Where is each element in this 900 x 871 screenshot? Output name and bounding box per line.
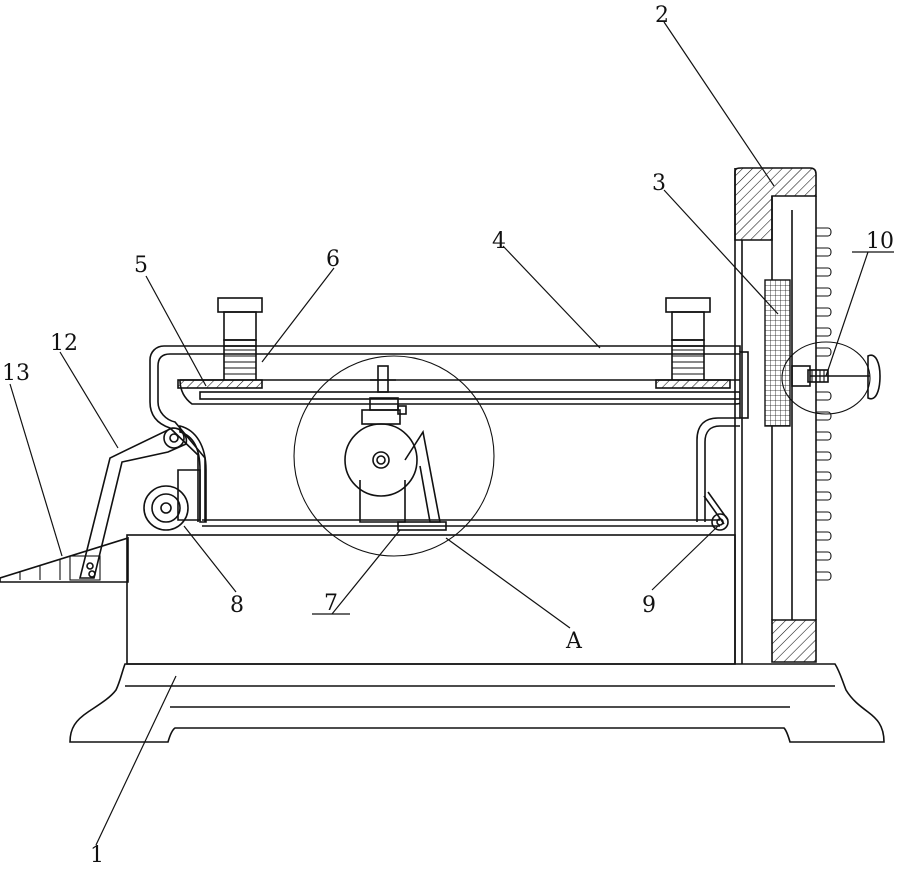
leader-lines: [10, 22, 894, 845]
label-9: 9: [642, 593, 656, 618]
label-8: 8: [230, 593, 244, 618]
base-plinth: [70, 664, 884, 742]
right-roller: [704, 492, 728, 530]
label-6: 6: [326, 247, 340, 272]
label-3: 3: [652, 171, 666, 196]
label-7: 7: [324, 591, 338, 616]
slider-block: [765, 280, 790, 426]
motor-assembly: [345, 366, 446, 530]
right-column: [735, 168, 831, 664]
label-5: 5: [134, 253, 148, 278]
label-10: 10: [866, 229, 894, 254]
label-13: 13: [2, 361, 30, 386]
platform: [202, 520, 720, 526]
left-lever-mechanism: [0, 426, 206, 582]
label-1: 1: [90, 843, 104, 866]
heatsink-fins: [816, 228, 831, 580]
label-a: A: [565, 629, 583, 654]
right-spring-assembly: [666, 298, 710, 380]
label-12: 12: [50, 331, 78, 356]
left-spring-assembly: [218, 298, 262, 380]
label-4: 4: [492, 229, 506, 254]
label-2: 2: [655, 3, 669, 28]
